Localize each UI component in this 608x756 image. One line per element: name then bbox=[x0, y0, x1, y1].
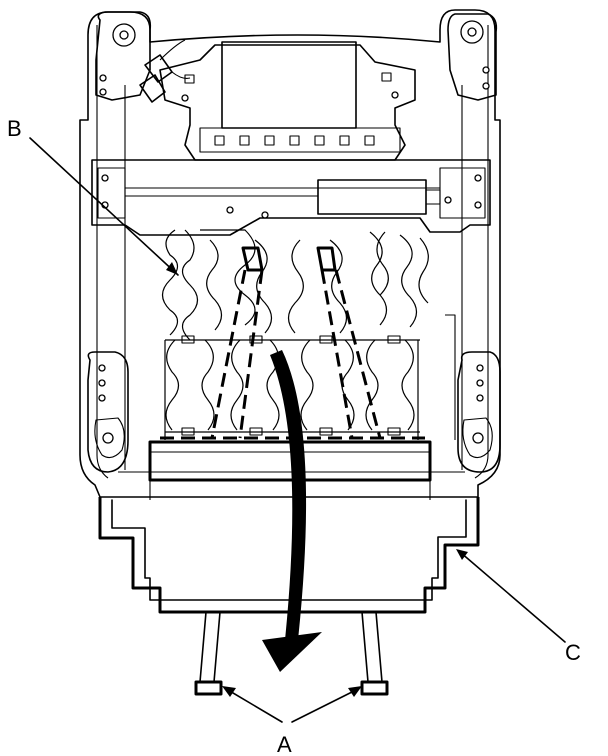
direction-arrow bbox=[262, 350, 322, 672]
seat-frame bbox=[79, 9, 501, 498]
upper-control-unit bbox=[159, 41, 416, 161]
lower-left-bracket bbox=[87, 351, 129, 473]
bottom-plate bbox=[132, 440, 448, 500]
callout-b: B bbox=[7, 116, 22, 141]
serpentine-springs bbox=[161, 229, 456, 440]
leader-lines bbox=[29, 137, 566, 723]
cross-member bbox=[91, 159, 491, 236]
callout-c: C bbox=[565, 640, 581, 665]
upper-right-bracket bbox=[447, 13, 498, 101]
callout-a: A bbox=[277, 732, 292, 756]
lower-right-bracket bbox=[457, 351, 501, 473]
wire-connectors bbox=[139, 39, 191, 103]
hook-ends bbox=[194, 611, 389, 696]
